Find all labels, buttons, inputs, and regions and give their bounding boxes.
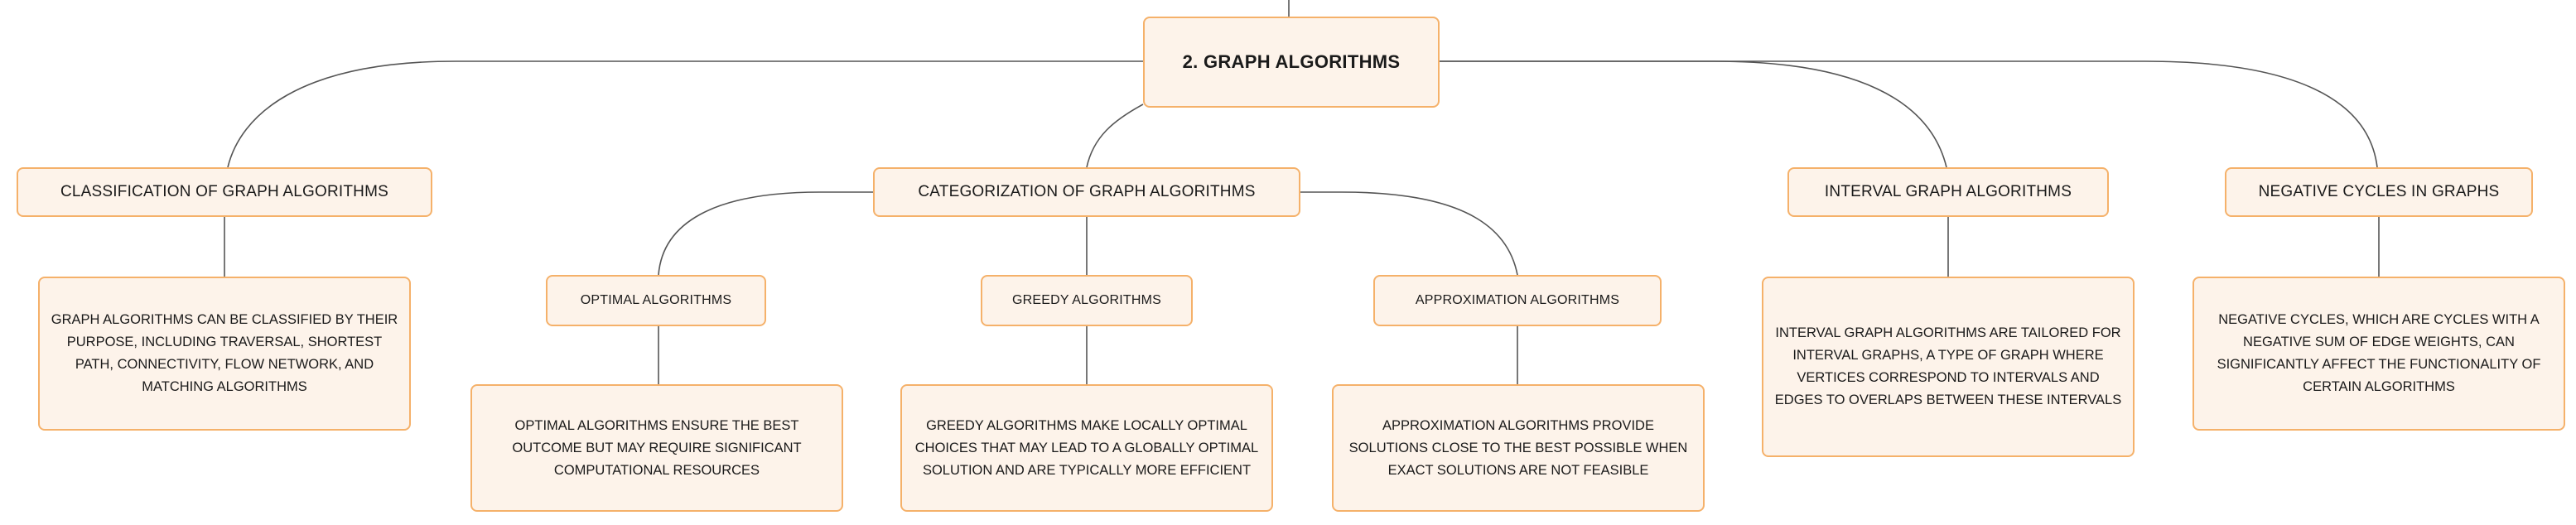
details-interval[interactable]: INTERVAL GRAPH ALGORITHMS ARE TAILORED F… [1762,277,2135,457]
details-classification-text: GRAPH ALGORITHMS CAN BE CLASSIFIED BY TH… [51,312,398,394]
connector-categorization-to-approximation [1300,191,1518,276]
details-optimal-text: OPTIMAL ALGORITHMS ENSURE THE BEST OUTCO… [512,417,802,478]
details-classification[interactable]: GRAPH ALGORITHMS CAN BE CLASSIFIED BY TH… [38,277,411,431]
subtopic-greedy[interactable]: GREEDY ALGORITHMS [981,275,1193,326]
details-approximation-text: APPROXIMATION ALGORITHMS PROVIDE SOLUTIO… [1348,417,1688,478]
connector-root-to-interval [1440,60,1947,168]
details-greedy[interactable]: GREEDY ALGORITHMS MAKE LOCALLY OPTIMAL C… [900,384,1273,512]
connector-root-to-classification [227,60,1143,168]
topic-interval[interactable]: INTERVAL GRAPH ALGORITHMS [1787,167,2109,217]
subtopic-optimal[interactable]: OPTIMAL ALGORITHMS [546,275,766,326]
topic-categorization[interactable]: CATEGORIZATION OF GRAPH ALGORITHMS [873,167,1300,217]
root-label: 2. GRAPH ALGORITHMS [1182,51,1401,72]
subtopic-approximation[interactable]: APPROXIMATION ALGORITHMS [1373,275,1662,326]
details-negative-cycles[interactable]: NEGATIVE CYCLES, WHICH ARE CYCLES WITH A… [2192,277,2565,431]
details-optimal[interactable]: OPTIMAL ALGORITHMS ENSURE THE BEST OUTCO… [470,384,843,512]
topic-categorization-label: CATEGORIZATION OF GRAPH ALGORITHMS [918,183,1256,200]
topic-classification-label: CLASSIFICATION OF GRAPH ALGORITHMS [60,183,388,200]
topic-classification[interactable]: CLASSIFICATION OF GRAPH ALGORITHMS [17,167,432,217]
connector-root-to-negative-cycles [1440,60,2378,168]
subtopic-approximation-label: APPROXIMATION ALGORITHMS [1415,293,1620,307]
root-node[interactable]: 2. GRAPH ALGORITHMS [1143,17,1440,108]
topic-interval-label: INTERVAL GRAPH ALGORITHMS [1824,183,2072,200]
topic-negative-cycles[interactable]: NEGATIVE CYCLES IN GRAPHS [2225,167,2533,217]
details-negative-cycles-text: NEGATIVE CYCLES, WHICH ARE CYCLES WITH A… [2217,312,2541,394]
subtopic-optimal-label: OPTIMAL ALGORITHMS [580,293,732,307]
details-approximation[interactable]: APPROXIMATION ALGORITHMS PROVIDE SOLUTIO… [1332,384,1705,512]
details-interval-text: INTERVAL GRAPH ALGORITHMS ARE TAILORED F… [1774,325,2122,407]
connector-root-to-categorization [1086,104,1144,168]
details-greedy-text: GREEDY ALGORITHMS MAKE LOCALLY OPTIMAL C… [914,417,1259,478]
connector-categorization-to-optimal [658,191,873,276]
topic-negative-cycles-label: NEGATIVE CYCLES IN GRAPHS [2258,183,2500,200]
subtopic-greedy-label: GREEDY ALGORITHMS [1011,293,1162,307]
